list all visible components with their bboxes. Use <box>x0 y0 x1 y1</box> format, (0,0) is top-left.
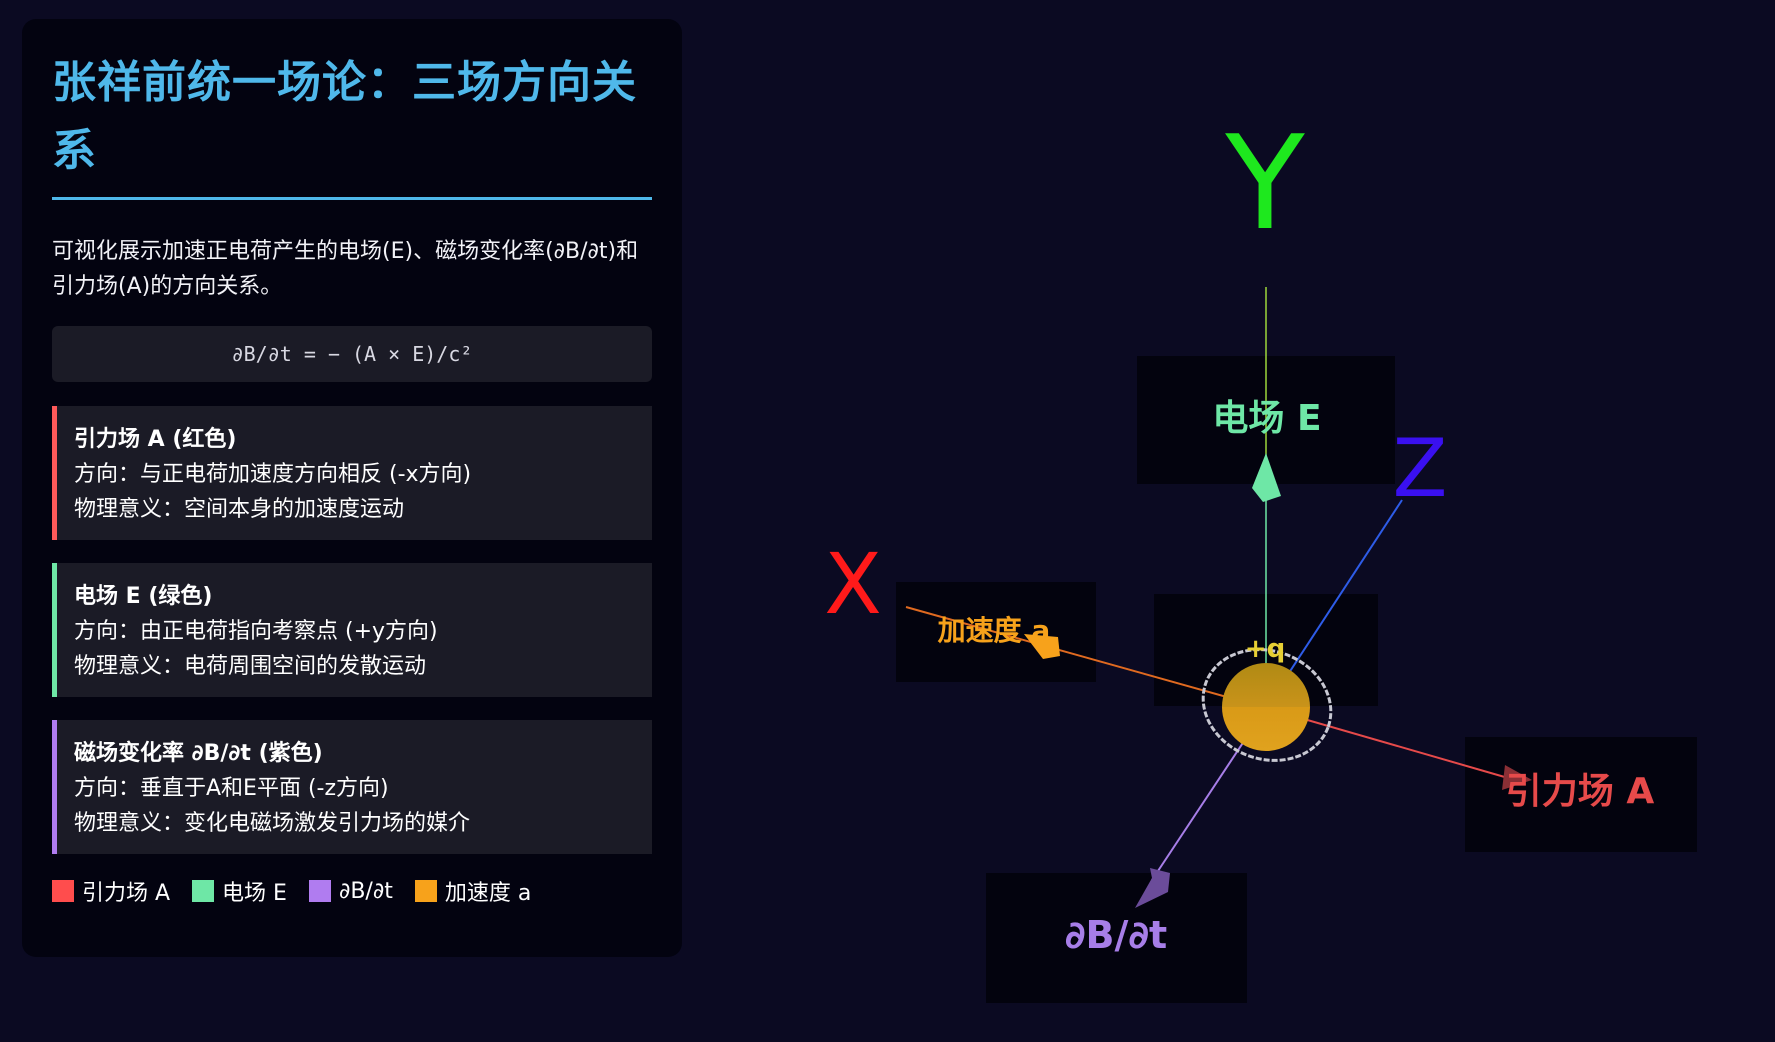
charge-orbit-ring <box>1201 648 1333 762</box>
legend-label: 电场 E <box>222 881 287 906</box>
legend-item-acceleration: 加速度 a <box>414 875 532 907</box>
electric-field-card: 电场 E (绿色) 方向：由正电荷指向考察点 (+y方向) 物理意义：电荷周围空… <box>52 563 652 697</box>
card-meaning: 物理意义：空间本身的加速度运动 <box>74 497 405 522</box>
card-direction: 方向：由正电荷指向考察点 (+y方向) <box>74 619 438 644</box>
gravity-arrow-head <box>1502 765 1532 790</box>
formula-box: ∂B/∂t = − (A × E)/c² <box>52 326 652 382</box>
legend-item-electric: 电场 E <box>192 875 287 907</box>
legend-swatch <box>308 880 331 902</box>
card-direction: 方向：垂直于A和E平面 (-z方向) <box>74 776 389 801</box>
charge-sphere[interactable] <box>1222 663 1310 751</box>
gravity-field-label: 引力场 A <box>1506 771 1655 812</box>
electric-arrow-head <box>1252 453 1281 502</box>
legend-item-dbdt: ∂B/∂t <box>308 878 393 904</box>
legend-item-gravity: 引力场 A <box>52 875 170 907</box>
electric-field-label: 电场 E <box>1212 398 1321 439</box>
dbdt-label: ∂B/∂t <box>1065 913 1167 957</box>
y-axis-label: Y <box>1224 107 1305 259</box>
card-title: 引力场 A (红色) <box>74 427 237 452</box>
legend-label: 加速度 a <box>444 881 532 906</box>
x-axis-line <box>905 606 1267 709</box>
gravity-label-box <box>1465 737 1697 852</box>
acceleration-label: 加速度 a <box>938 614 1051 647</box>
card-title: 电场 E (绿色) <box>74 584 213 609</box>
legend-swatch <box>52 880 74 902</box>
legend-label: ∂B/∂t <box>338 878 393 904</box>
acceleration-arrow-head <box>1024 634 1060 659</box>
card-direction: 方向：与正电荷加速度方向相反 (-x方向) <box>74 462 472 487</box>
card-meaning: 物理意义：电荷周围空间的发散运动 <box>74 654 427 679</box>
card-meaning: 物理意义：变化电磁场激发引力场的媒介 <box>74 811 471 836</box>
info-panel: 张祥前统一场论：三场方向关系 可视化展示加速正电荷产生的电场(E)、磁场变化率(… <box>22 19 682 957</box>
legend-swatch <box>192 880 215 902</box>
dbdt-arrow-head <box>1135 868 1170 908</box>
legend: 引力场 A 电场 E ∂B/∂t 加速度 a <box>52 875 652 907</box>
gravity-field-card: 引力场 A (红色) 方向：与正电荷加速度方向相反 (-x方向) 物理意义：空间… <box>52 406 652 540</box>
charge-label: +q <box>1245 634 1285 664</box>
legend-label: 引力场 A <box>82 881 171 906</box>
dbdt-card: 磁场变化率 ∂B/∂t (紫色) 方向：垂直于A和E平面 (-z方向) 物理意义… <box>52 720 652 854</box>
title-divider <box>52 197 652 200</box>
card-title: 磁场变化率 ∂B/∂t (紫色) <box>74 741 323 766</box>
x-axis-label: X <box>824 535 882 633</box>
z-axis-label: Z <box>1393 422 1448 515</box>
description: 可视化展示加速正电荷产生的电场(E)、磁场变化率(∂B/∂t)和引力场(A)的方… <box>52 239 639 299</box>
dbdt-label-box <box>986 873 1247 1003</box>
legend-swatch <box>414 880 437 902</box>
page-title: 张祥前统一场论：三场方向关系 <box>52 57 637 176</box>
